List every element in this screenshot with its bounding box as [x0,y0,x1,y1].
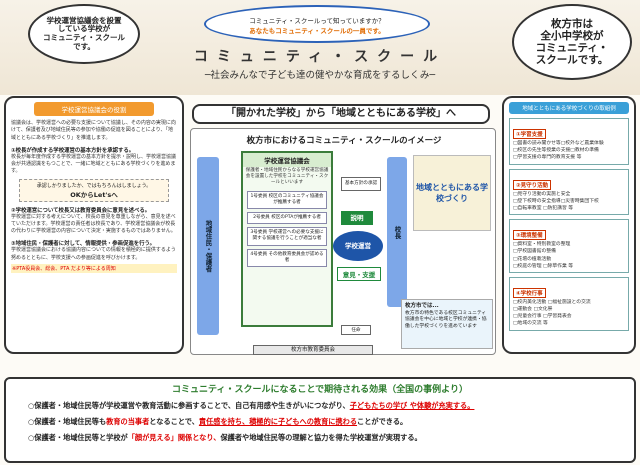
effect-line-3: ○保護者・地域住民等と学校が「顔が見える」関係となり、保護者や地域住民等の理解と… [6,433,634,443]
community-school-area: 地域とともにある学校づくり [413,155,491,231]
hirakata-note-text: 枚方市の特色である校区コミュニティ協議会を中心に地域と学校が連携・協働した学校づ… [405,310,487,330]
effect-line-1: ○保護者・地域住民等が学校運営や教育活動に参画することで、自己有用感や生きがいに… [6,401,634,411]
initiative-item: □資料室・特別教室の整理 [513,242,571,248]
initiative-category: ②見守り活動 □見守り活動の実施と安全 □登下校時の安全指導□災害時集団下校 □… [509,168,629,216]
page-subtitle: ─社会みんなで子ども達の健やかな育成をするしくみ─ [204,70,436,81]
initiative-item: □地域の交流 等 [513,321,548,327]
initiative-category: ③環境整備 □資料室・特別教室の整理 □学校図書館の整備 □花壇の植栽活動 □校… [509,219,629,273]
cloud-right-line: スクールです。 [535,54,609,67]
approval-note: 承認しかりましたか、ではもちろんはしましょう。 OKからLet'sへ [19,178,169,202]
cloud-left-line: 学校運営協議会を設置 [46,15,122,25]
member-4: 4号委員 その他教育委員会が認める者 [247,248,327,267]
initiatives-tag: 地域とともにある学校づくりの取組例 [509,102,629,114]
council-box: 学校運営協議会 保護者・地域住民からなる学校運営協議会を設置した学校をコミュニテ… [241,151,333,327]
council-role-tag: 学校運営協議会の役割 [34,102,154,116]
appoint-label: 任命 [341,325,371,335]
initiative-item: □図書の読み聞かせ等□校外など農業体験 [513,141,604,146]
effect-text: 保護者や地域住民等の理解と協力を得た学校運営が実現する。 [220,433,422,442]
effect-text: ことができる。 [357,417,408,426]
principal-bar: 校長 [387,157,407,307]
approval-note-question: 承認しかりましたか、ではもちろんはしましょう。 [36,182,152,189]
initiative-item: □児童会行事 □学習発表会 [513,314,572,320]
role-2-text: 学校運営に対する考えについて、校長の意見を尊重しながら、意見を述べていただけます… [11,213,176,235]
effect-text: ○保護者・地域住民等と学校が [28,433,128,442]
role-3-text: 学校運営協議会における協議内容についての情報を積極的に提供するよう努めるとともに… [11,247,176,261]
cs-image-diagram: 枚方市におけるコミュニティ・スクールのイメージ 地域住民・保護者 学校運営協議会… [190,128,496,355]
cloud-left-line: です。 [73,41,95,51]
explain-label: 説明 [341,211,373,225]
cloud-right: 枚方市は 全小中学校が コミュニティ・ スクールです。 [512,4,632,80]
approval-note-answer: OKからLet'sへ [70,190,118,199]
board-of-education: 枚方市教育委員会 [253,345,373,355]
hirakata-note: 枚方市では... 枚方市の特色である校区コミュニティ協議会を中心に地域と学校が連… [401,299,493,349]
effect-highlight: 責任感を持ち、積極的に子どもへの教育に携わる [198,417,358,426]
opinion-label: 意見・支援 [337,267,381,281]
effect-text: ○保護者・地域住民等も [28,417,107,426]
council-role-panel: 学校運営協議会の役割 協議会は、学校運営への必要な支援について協議し、その内容の… [4,96,184,354]
cloud-left-line: コミュニティ・スクール [42,33,126,42]
initiative-category: ①学習支援 □図書の読み聞かせ等□校外など農業体験 □校区の先生等授業の支援□教… [509,118,629,165]
initiative-title: ②見守り活動 [513,179,552,190]
initiative-item: □校区の先生等授業の支援□教材の準備 [513,148,599,154]
council-title: 学校運営協議会 [243,153,331,167]
initiative-item: □登下校時の安全指導□災害時集団下校 [513,198,599,204]
initiative-item: □学校図書館の整備 [513,249,556,255]
diagram-title: 枚方市におけるコミュニティ・スクールのイメージ [246,136,442,146]
initiative-item: □学習支援の専門的教育支援 等 [513,155,582,161]
community-school-label: 地域とともにある学校づくり [416,183,488,203]
initiative-title: ①学習支援 [513,129,546,139]
member-1: 1号委員 校区のコミュニティ協議会が推薦する者 [247,190,327,209]
question-bubble: コミュニティ・スクールって知っていますか？ あなたもコミュニティ・スクールの一員… [204,5,430,43]
role-3-heading: ③地域住民・保護者に対して、情報提供・参画促進を行う。 [11,241,155,248]
initiative-item: □見守り活動の実施と安全 [513,191,571,197]
cloud-right-line: コミュニティ・ [535,42,609,54]
initiatives-panel: 地域とともにある学校づくりの取組例 ①学習支援 □図書の読み聞かせ等□校外など農… [502,96,636,354]
cloud-left-line: している学校が [57,24,111,34]
hirakata-note-title: 枚方市では... [405,303,439,309]
cloud-left: 学校運営協議会を設置 している学校が コミュニティ・スクール です。 [28,4,140,64]
member-3: 3号委員 学校運営への必要な支援に関する協議を行うことが適当な者 [247,227,327,246]
effects-panel: コミュニティ・スクールになることで期待される効果（全国の事例より） ○保護者・地… [4,377,636,463]
initiative-item: □校内美化活動 □福祉施設との交流 [513,299,591,305]
initiative-item: □運動会 □文化祭 [513,307,553,313]
initiative-title: ④学校行事 [513,287,546,298]
council-subtitle: 保護者・地域住民からなる学校運営協議会を設置した学校をコミュニティ・スクールとい… [245,168,329,186]
initiative-title: ③環境整備 [513,230,546,241]
approve-box: 基本方針の承認 [341,177,381,191]
role-1-text: 校長が毎年度作成する学校運営の基本方針を提示・説明し、学校運営協議会が共通認識を… [11,153,177,175]
council-intro: 協議会は、学校運営への必要な支援について協議し、その内容の実現に向けて、保護者及… [11,120,176,141]
support-circle: 学校運営 [333,231,383,261]
effect-highlight: 教育の当事者 [106,417,150,426]
page-title: コミュニティ・スクール [193,49,447,65]
initiative-item: □校庭の管理 □除草作業 等 [513,263,574,269]
pta-note: ※PTA役員会、総会、PTA だより等による周知 [11,263,177,273]
initiative-item: □自転車教室 □防犯講習 等 [513,205,574,211]
effect-highlight: 「顔が見える」関係となり、 [127,433,221,442]
question-text: コミュニティ・スクールって知っていますか？ [249,17,385,25]
initiative-category: ④学校行事 □校内美化活動 □福祉施設との交流 □運動会 □文化祭 □児童会行事… [509,276,629,331]
residents-bar: 地域住民・保護者 [197,157,219,335]
effects-title: コミュニティ・スクールになることで期待される効果（全国の事例より） [171,385,468,395]
member-2: 2号委員 校区のPTAが推薦する者 [247,211,327,225]
role-1-heading: ①校長が作成する学校運営の基本方針を承認する。 [11,147,135,154]
center-banner: 「開かれた学校」から「地域とともにある学校」へ [192,104,490,124]
effect-text: となることで、 [149,417,199,426]
effect-line-2: ○保護者・地域住民等も教育の当事者となることで、責任感を持ち、積極的に子どもへの… [6,417,634,427]
cloud-right-line: 全小中学校が [540,29,604,42]
answer-text: あなたもコミュニティ・スクールの一員です。 [249,26,385,35]
cloud-right-line: 枚方市は [551,17,593,30]
effect-text: ○保護者・地域住民等が学校運営や教育活動に参画することで、自己有用感や生きがいに… [28,401,350,410]
initiative-item: □花壇の植栽活動 [513,256,552,262]
role-2-heading: ②学校運営について校長又は教育委員会に意見を述べる。 [11,207,151,214]
effect-highlight: 子どもたちの学び や体験が充実する。 [349,401,475,410]
